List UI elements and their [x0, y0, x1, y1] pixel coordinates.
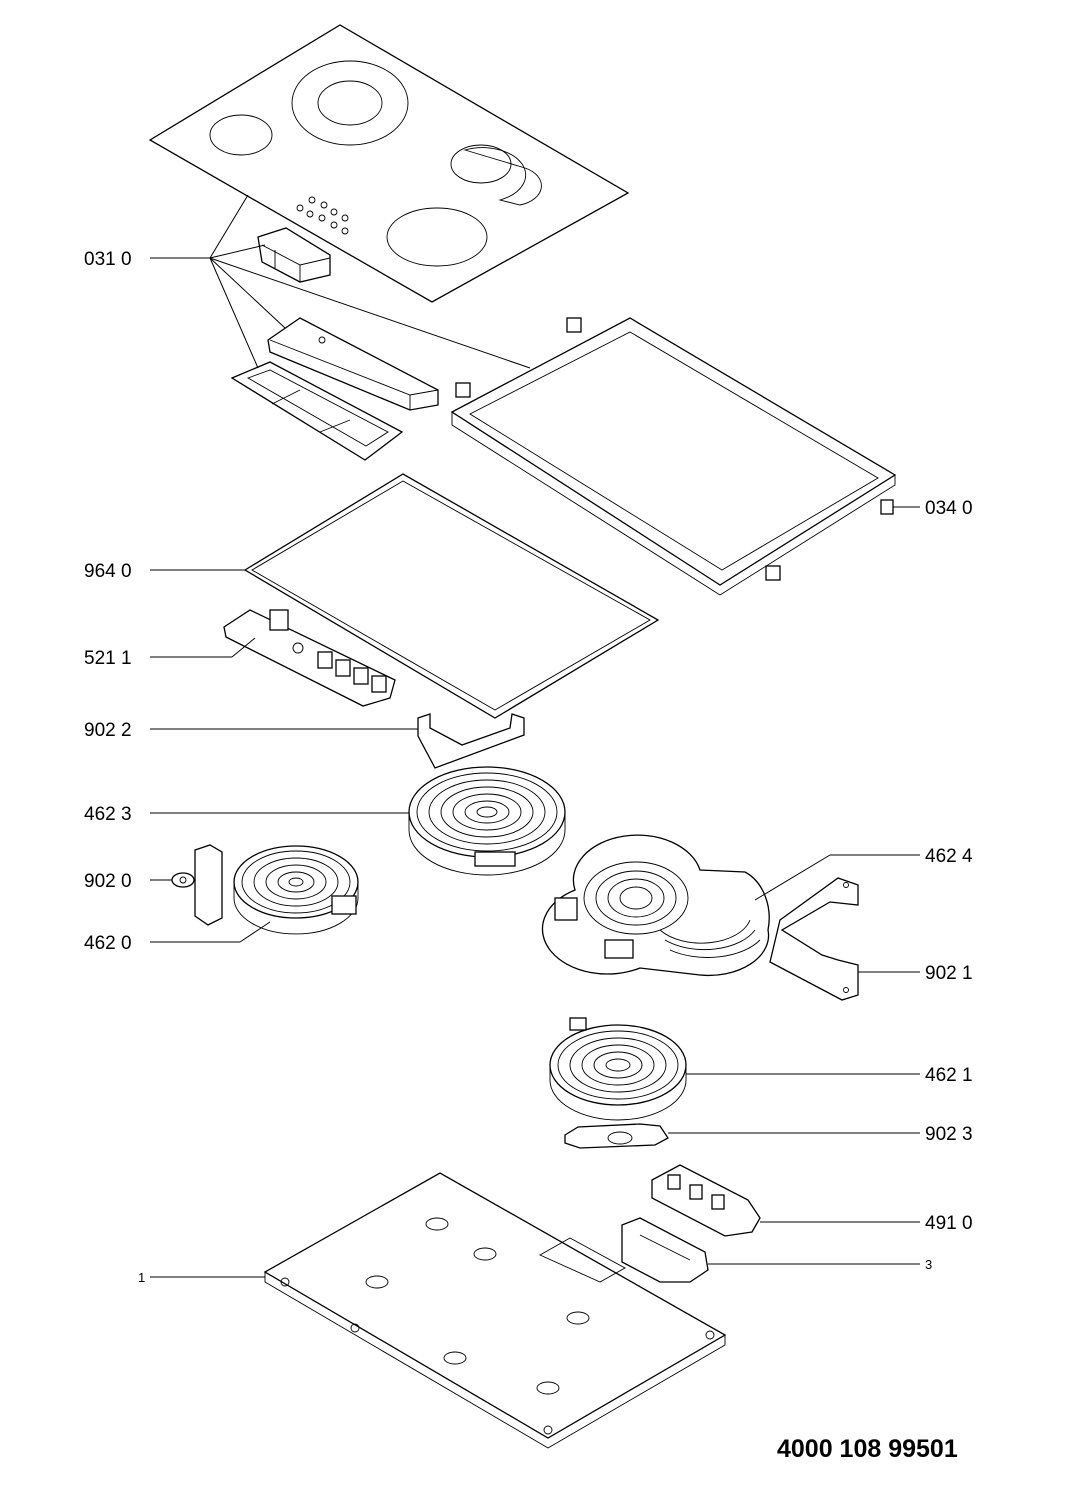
leader-lines: [150, 194, 920, 1278]
label-902-2: 902 2: [84, 720, 132, 741]
label-902-3: 902 3: [925, 1124, 973, 1145]
long-bracket: [267, 317, 439, 411]
label-462-0: 462 0: [84, 933, 132, 954]
bottom-tray: [263, 1172, 727, 1449]
label-031-0: 031 0: [84, 249, 132, 270]
bracket-902-3: [564, 1123, 669, 1149]
label-462-3: 462 3: [84, 804, 132, 825]
control-symbols: [296, 196, 349, 235]
heating-element-462-0: [233, 845, 359, 935]
control-board: [223, 609, 396, 707]
gasket: [243, 473, 660, 719]
bracket-902-2: [417, 713, 525, 769]
label-034-0: 034 0: [925, 498, 973, 519]
bracket-3: [621, 1217, 709, 1283]
label-491-0: 491 0: [925, 1213, 973, 1234]
heating-element-462-1: [549, 1017, 687, 1121]
heating-element-462-4: [541, 834, 770, 977]
heating-element-462-3: [408, 766, 566, 876]
label-3: 3: [925, 1257, 932, 1272]
bracket-902-0: [171, 844, 223, 926]
bracket-902-1: [769, 877, 859, 1001]
terminal-box-491-0: [651, 1164, 761, 1237]
glass-top: [148, 24, 630, 303]
label-462-1: 462 1: [925, 1065, 973, 1086]
document-code: 4000 108 99501: [777, 1435, 958, 1463]
label-902-0: 902 0: [84, 871, 132, 892]
hob-frame: [450, 317, 897, 596]
label-521-1: 521 1: [84, 648, 132, 669]
label-902-1: 902 1: [925, 963, 973, 984]
label-462-4: 462 4: [925, 846, 973, 867]
label-964-0: 964 0: [84, 561, 132, 582]
label-1: 1: [138, 1270, 145, 1285]
small-bracket: [257, 227, 331, 283]
